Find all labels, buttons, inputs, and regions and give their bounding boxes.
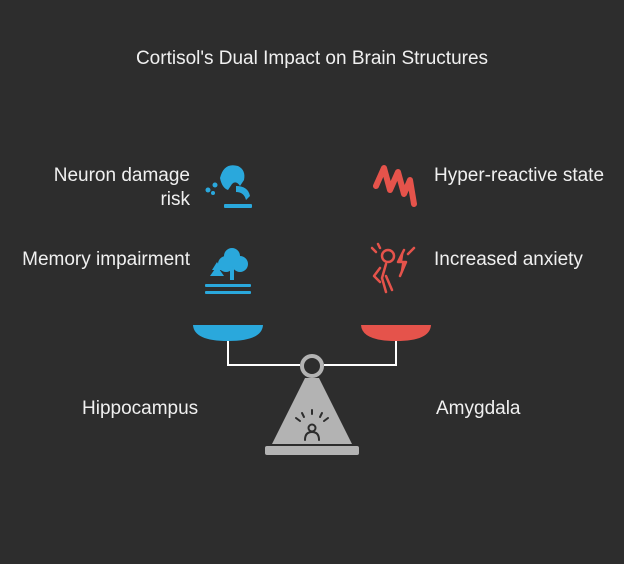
zigzag-reactive-icon (373, 165, 417, 207)
hippocampus-pan (193, 325, 263, 341)
effect-label-increased-anxiety: Increased anxiety (434, 249, 583, 270)
effect-label-memory-impairment: Memory impairment (22, 249, 190, 270)
effect-label-hyper-reactive: Hyper-reactive state (434, 165, 605, 186)
scale-pivot (300, 354, 324, 378)
scale-beam (227, 341, 397, 366)
amygdala-pan (361, 325, 431, 341)
neuron-damage-icon (205, 165, 252, 208)
scale-foot (265, 446, 359, 455)
effect-label-neuron-damage: Neuron damage risk (53, 165, 190, 210)
structure-label-amygdala: Amygdala (436, 398, 521, 419)
memory-tree-icon (205, 248, 251, 294)
structure-label-hippocampus: Hippocampus (82, 398, 199, 419)
anxious-person-icon (370, 242, 416, 294)
diagram-title: Cortisol's Dual Impact on Brain Structur… (135, 48, 489, 69)
balance-person-icon (295, 409, 329, 441)
